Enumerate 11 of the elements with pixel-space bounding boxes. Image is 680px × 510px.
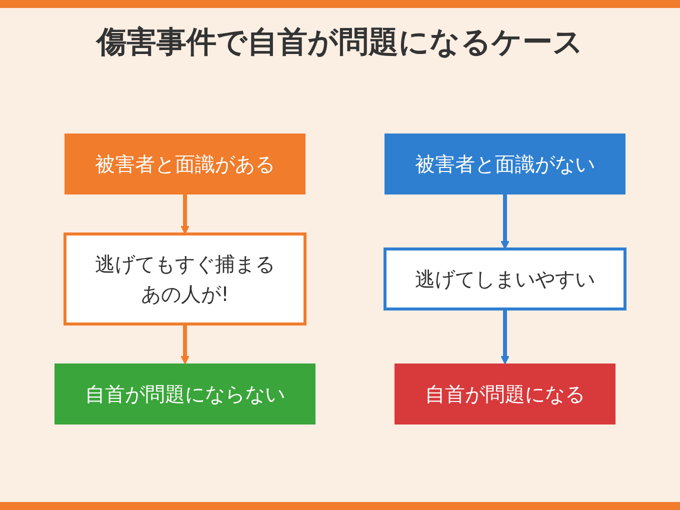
node-box: 逃げてしまいやすい: [384, 248, 626, 310]
node-box: 被害者と面識がない: [384, 134, 626, 194]
arrow: [180, 324, 190, 364]
node-box: 逃げてもすぐ捕まる あの人が!: [64, 232, 306, 326]
node-box: 被害者と面識がある: [64, 134, 306, 194]
arrow: [500, 309, 510, 364]
node-box: 自首が問題にならない: [54, 364, 316, 424]
arrow: [500, 194, 510, 250]
title: 傷害事件で自首が問題になるケース: [96, 24, 584, 62]
arrow: [180, 194, 190, 234]
node-box: 自首が問題になる: [394, 364, 616, 424]
